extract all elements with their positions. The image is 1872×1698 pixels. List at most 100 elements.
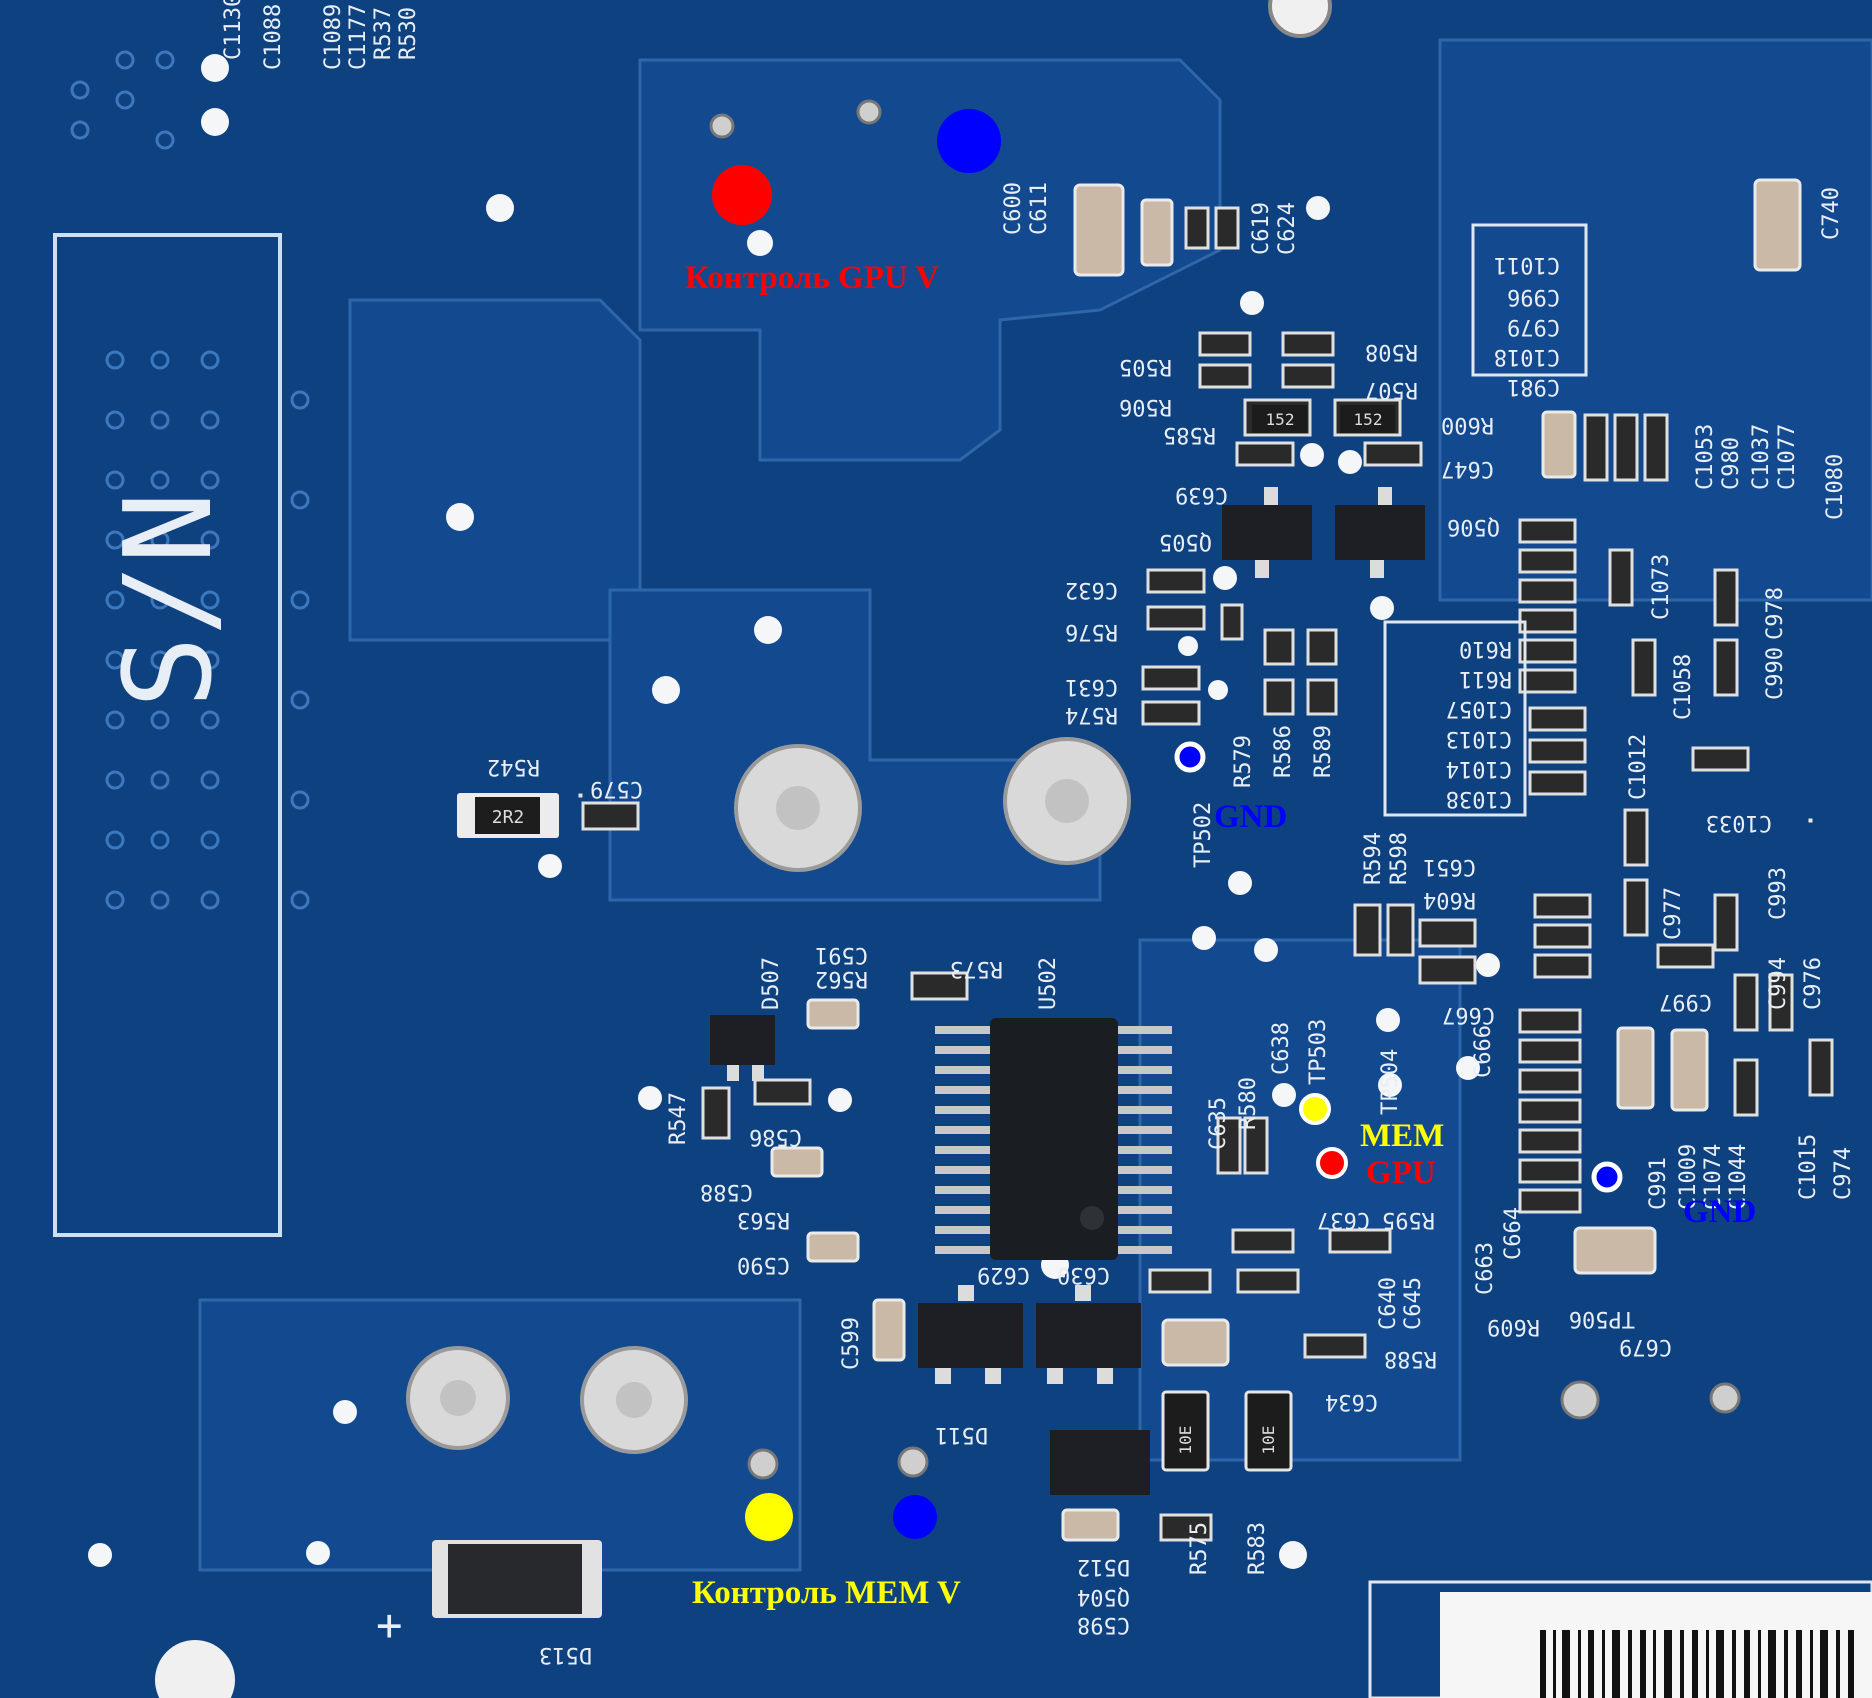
silk-c740: C740 (1819, 187, 1844, 240)
silk-d511: D511 (935, 1422, 988, 1447)
silk-c638: C638 (1269, 1022, 1294, 1075)
silk-d512: D512 (1077, 1554, 1130, 1579)
silk-c994: C994 (1766, 957, 1791, 1010)
silk-r505: R505 (1119, 354, 1172, 379)
silk-c591: C591 (815, 942, 868, 967)
silk-r585: R585 (1163, 422, 1216, 447)
gpu-v-probe-marker (712, 165, 772, 225)
mem-v-probe-marker (745, 1493, 793, 1541)
silk-c1012: C1012 (1626, 734, 1651, 800)
mounting-screws (155, 0, 1332, 1698)
silk-tp504: TP504 (1378, 1049, 1403, 1115)
silk-c1074: C1074 (1701, 1144, 1726, 1210)
gnd-marker-1 (1174, 741, 1206, 773)
silk-c1018: C1018 (1494, 344, 1560, 369)
silk-c639: C639 (1175, 482, 1228, 507)
probe-pins (709, 99, 1741, 1480)
via-field (70, 50, 310, 910)
silk-c663: C663 (1473, 1242, 1498, 1295)
silk-c611: C611 (1027, 182, 1052, 235)
r575-marking: 10E (1176, 1426, 1195, 1455)
serial-number-text: S/N (100, 492, 239, 709)
barcode (1540, 1630, 1854, 1698)
silk-c980: C980 (1719, 437, 1744, 490)
silk-tp503: TP503 (1306, 1019, 1331, 1085)
silk-c632: C632 (1065, 577, 1118, 602)
silk-c976: C976 (1801, 957, 1826, 1010)
silk-c1013: C1013 (1446, 726, 1512, 751)
silk-c991: C991 (1646, 1157, 1671, 1210)
silk-c666: C666 (1471, 1025, 1496, 1078)
silk-c977: C977 (1661, 887, 1686, 940)
silk-c1009: C1009 (1676, 1144, 1701, 1210)
serial-number-box (53, 233, 282, 1237)
silk-c1033: C1033 (1706, 810, 1772, 835)
silk-c600: C600 (1001, 182, 1026, 235)
silk-c590: C590 (737, 1252, 790, 1277)
silk-r610: R610 (1459, 636, 1512, 661)
silk-c1037: C1037 (1749, 424, 1774, 490)
silk-r506: R506 (1119, 394, 1172, 419)
silk-r563: R563 (737, 1207, 790, 1232)
mem-v-label: Контроль MEM V (692, 1575, 961, 1611)
silk-c645: C645 (1401, 1277, 1426, 1330)
silk-r611: R611 (1459, 666, 1512, 691)
silk-r579: R579 (1231, 735, 1256, 788)
silk-r604: R604 (1423, 887, 1476, 912)
silk-c1015: C1015 (1796, 1134, 1821, 1200)
silk-r508: R508 (1365, 339, 1418, 364)
silk-c599: C599 (839, 1317, 864, 1370)
silk-c1177: C1177 (346, 4, 371, 70)
silk-c588: C588 (700, 1179, 753, 1204)
silk-q505: Q505 (1159, 529, 1212, 554)
mem-marker (1299, 1093, 1331, 1125)
silk-c640: C640 (1376, 1277, 1401, 1330)
silk-c1058: C1058 (1671, 654, 1696, 720)
silk-r598: R598 (1387, 832, 1412, 885)
silk-r507: R507 (1365, 377, 1418, 402)
silk-r575: R575 (1187, 1522, 1212, 1575)
silk-c1011: C1011 (1494, 252, 1560, 277)
silk-r562: R562 (815, 966, 868, 991)
silk-c1014: C1014 (1446, 756, 1512, 781)
silk-c624: C624 (1275, 202, 1300, 255)
silk-c598: C598 (1077, 1612, 1130, 1637)
silk-c1038: C1038 (1446, 786, 1512, 811)
r583-marking: 10E (1259, 1426, 1278, 1455)
silk-r537: R537 (371, 7, 396, 60)
silk-c651: C651 (1423, 854, 1476, 879)
silkscreen-boxes (1368, 223, 1872, 1698)
silk-r580: R580 (1236, 1077, 1261, 1130)
silk-c1080: C1080 (1823, 454, 1848, 520)
silk-r609: R609 (1487, 1314, 1540, 1339)
silk-r589: R589 (1311, 725, 1336, 778)
silk-q504: Q504 (1077, 1584, 1130, 1609)
silk-c1089: C1089 (321, 4, 346, 70)
silk-c631: C631 (1065, 674, 1118, 699)
silk-c579: C579 (590, 776, 643, 801)
silk-r542: R542 (487, 754, 540, 779)
silk-u502: U502 (1036, 957, 1061, 1010)
mem-label: MEM (1360, 1118, 1444, 1154)
silk-tp506: TP506 (1569, 1306, 1635, 1331)
silk-c667: C667 (1442, 1002, 1495, 1027)
gpu-marker (1316, 1147, 1348, 1179)
silk-r595: R595 (1382, 1207, 1435, 1232)
silk-c629: C629 (977, 1262, 1030, 1287)
silk-r573: R573 (950, 956, 1003, 981)
silk-c630: C630 (1057, 1262, 1110, 1287)
gpu-v-label: Контроль GPU V (685, 260, 939, 296)
silk-c981: C981 (1507, 374, 1560, 399)
silk-c979: C979 (1507, 314, 1560, 339)
silk-q506: Q506 (1447, 514, 1500, 539)
ic-u502 (935, 1018, 1172, 1260)
silk-r586: R586 (1271, 725, 1296, 778)
silk-c664: C664 (1501, 1207, 1526, 1260)
silk-c974: C974 (1831, 1147, 1856, 1200)
silk-tp502: TP502 (1191, 802, 1216, 868)
gpu-v-ground-marker (937, 109, 1001, 173)
gnd-marker-2 (1591, 1161, 1623, 1193)
silk-c996: C996 (1507, 284, 1560, 309)
silk-d507: D507 (759, 957, 784, 1010)
